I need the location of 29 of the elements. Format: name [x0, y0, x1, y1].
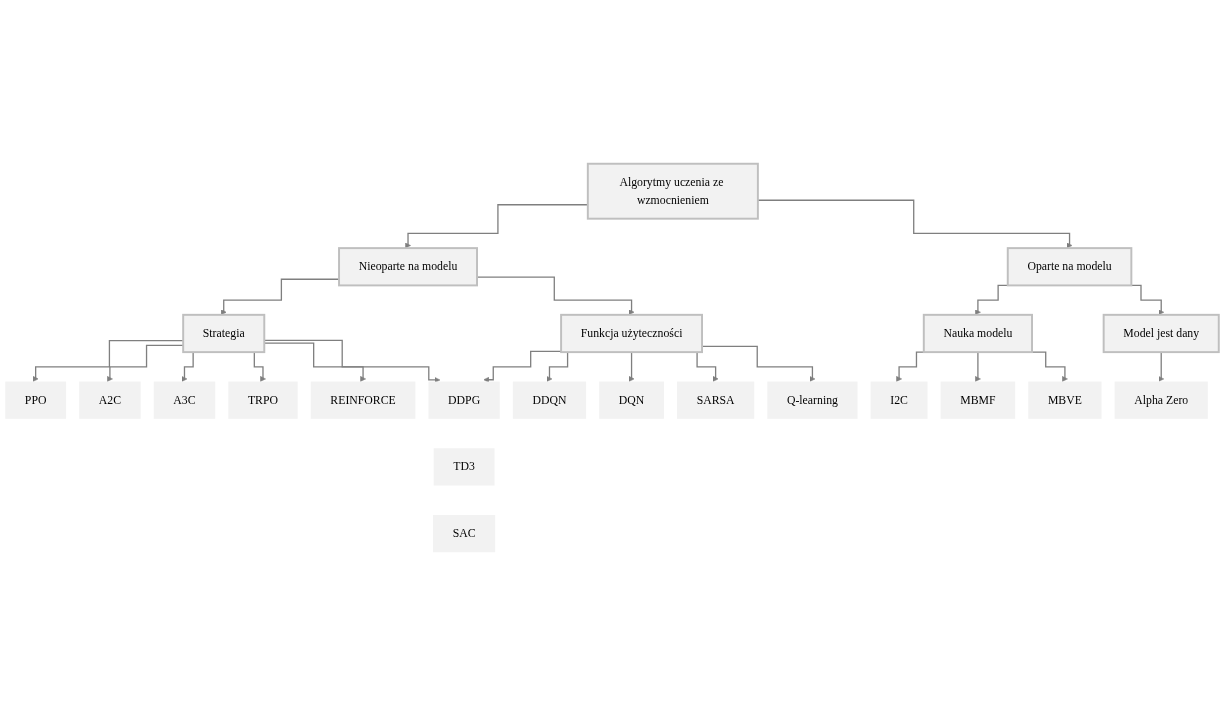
- arrow: [1158, 351, 1165, 382]
- node-box: MBVE: [1028, 381, 1102, 419]
- node-box: Funkcja użyteczności: [560, 313, 703, 354]
- arrow: [107, 344, 184, 382]
- arrow: [757, 199, 1073, 249]
- node-box: TRPO: [228, 381, 298, 419]
- node-box: SARSA: [677, 381, 755, 419]
- node-box: MBMF: [940, 381, 1016, 419]
- node-box: A3C: [153, 381, 216, 419]
- node-box: Alpha Zero: [1114, 381, 1208, 419]
- node-box: Q-learning: [767, 381, 858, 419]
- node-box: Strategia: [182, 313, 266, 354]
- node-box: DDQN: [512, 381, 587, 419]
- node-box: PPO: [5, 381, 67, 419]
- node-box: REINFORCE: [310, 381, 416, 419]
- node-box: Model jest dany: [1102, 313, 1220, 354]
- node-box: Nauka modelu: [922, 313, 1033, 354]
- node-box: DDPG: [428, 381, 500, 419]
- node-box: I2C: [870, 381, 928, 419]
- arrow: [975, 351, 981, 382]
- arrow: [220, 278, 340, 316]
- node-box: Nieoparte na modelu: [338, 247, 478, 287]
- arrow: [483, 350, 562, 383]
- arrow: [32, 340, 184, 382]
- arrow: [628, 351, 635, 382]
- node-box: A2C: [79, 381, 141, 419]
- node-box: DQN: [599, 381, 664, 419]
- node-box: Oparte na modelu: [1006, 247, 1133, 287]
- node-box: Algorytmy uczenia ze wzmocnieniem: [586, 162, 759, 220]
